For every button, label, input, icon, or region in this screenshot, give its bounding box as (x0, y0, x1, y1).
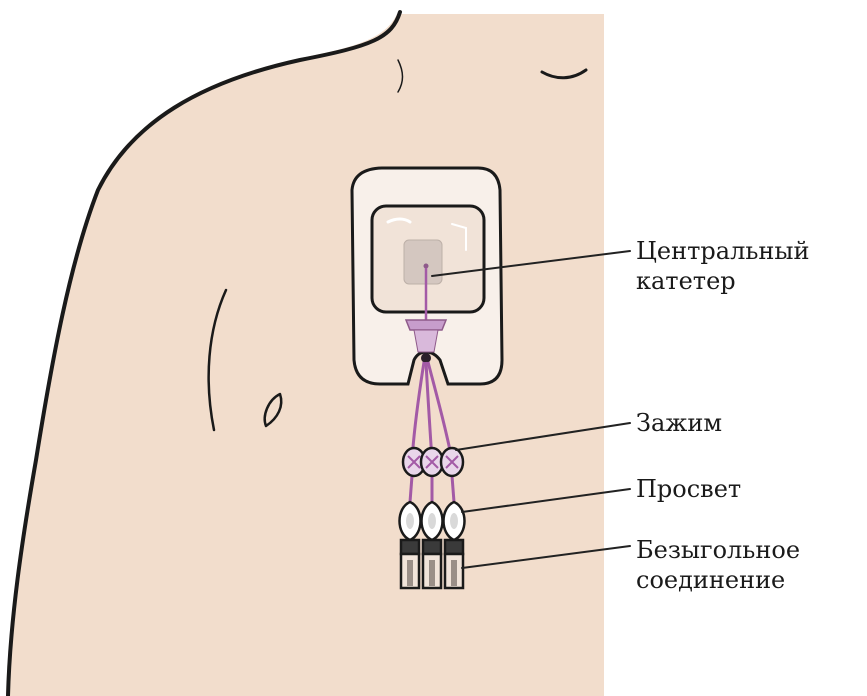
catheter-hub (406, 320, 446, 330)
label-needleless-connector-line1: Безыгольное (636, 535, 800, 565)
label-central-catheter-line2: катетер (636, 266, 809, 296)
label-lumen-text: Просвет (636, 474, 741, 504)
label-needleless-connector: Безыгольное соединение (636, 535, 800, 595)
torso-skin (6, 14, 604, 696)
label-clamp-text: Зажим (636, 408, 722, 438)
label-central-catheter: Центральный катетер (636, 236, 809, 296)
catheter-hub-lower (414, 330, 438, 352)
hub-exit (421, 353, 431, 363)
label-clamp: Зажим (636, 408, 722, 438)
label-needleless-connector-line2: соединение (636, 565, 800, 595)
catheter-insertion-pad (404, 240, 442, 284)
insertion-point (424, 264, 429, 269)
label-central-catheter-line1: Центральный (636, 236, 809, 266)
label-lumen: Просвет (636, 474, 741, 504)
